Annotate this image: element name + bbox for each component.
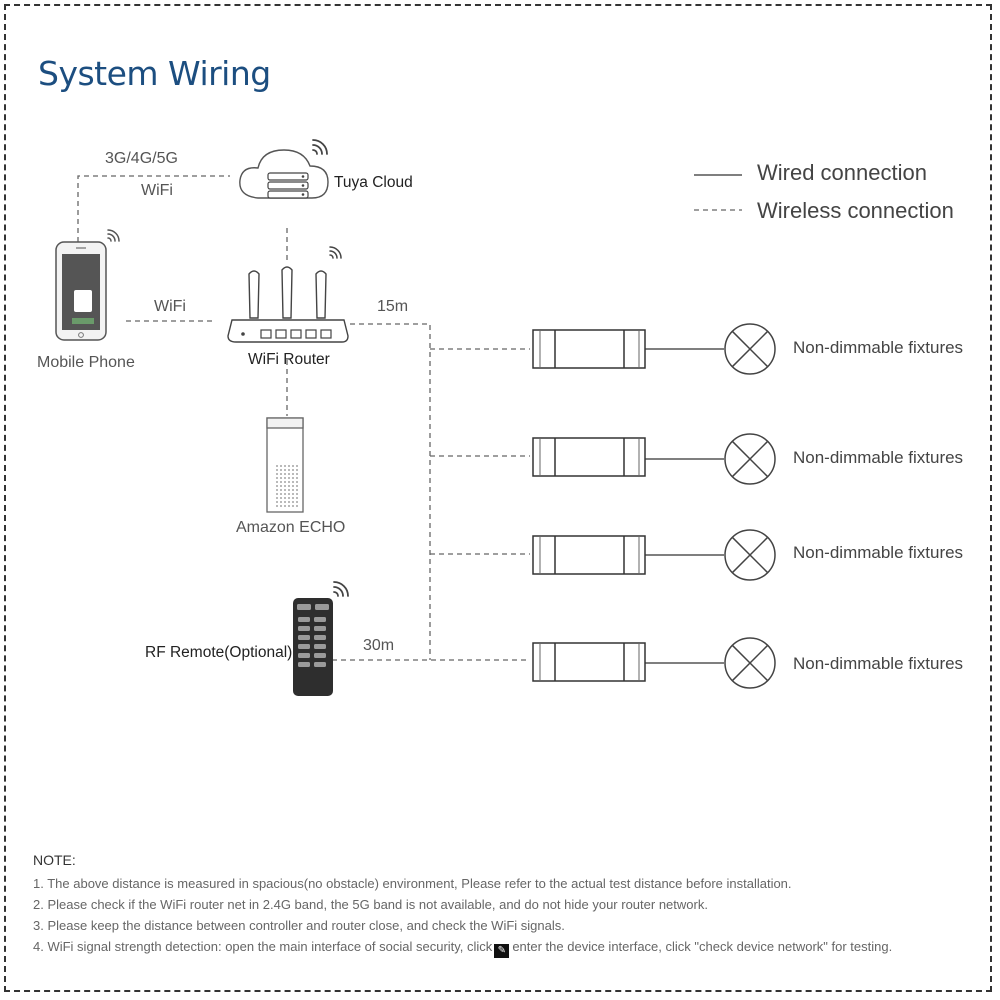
wifi-phone-link-label: WiFi: [154, 298, 186, 315]
remote-label: RF Remote(Optional): [145, 644, 293, 661]
diagram-frame: [4, 4, 992, 992]
wifi-cloud-link-label: WiFi: [141, 182, 173, 199]
note-item: 1. The above distance is measured in spa…: [33, 876, 792, 891]
edit-icon: ✎: [494, 944, 510, 958]
cloud-icon: [239, 149, 329, 199]
fixture-label-3: Non-dimmable fixtures: [793, 543, 964, 562]
echo-label: Amazon ECHO: [236, 519, 346, 536]
cellular-link-label: 3G/4G/5G: [105, 150, 178, 167]
controller-icon: [532, 642, 646, 682]
controller-icon: [532, 437, 646, 477]
phone-icon: [55, 241, 107, 341]
legend-wired-label: Wired connection: [757, 160, 927, 185]
wired-links: [645, 174, 742, 664]
fixture-label-1: Non-dimmable fixtures: [793, 338, 964, 357]
notes-section: NOTE: 1. The above distance is measured …: [33, 852, 988, 958]
note-item-text: 4. WiFi signal strength detection: open …: [33, 939, 493, 954]
fixture-label-2: Non-dimmable fixtures: [793, 448, 964, 467]
fixture-label-4: Non-dimmable fixtures: [793, 654, 964, 673]
fixtures: [724, 323, 776, 689]
remote-distance-label: 30m: [363, 637, 395, 654]
signal-icon: [333, 581, 349, 597]
note-item: 3. Please keep the distance between cont…: [33, 918, 565, 933]
note-item-text: enter the device interface, click "check…: [512, 939, 893, 954]
lamp-icon: [724, 433, 776, 485]
router-bus-link: [350, 323, 431, 660]
page-title: System Wiring: [38, 54, 271, 93]
router-distance-label: 15m: [377, 298, 409, 315]
router-icon: [227, 266, 349, 343]
phone-label: Mobile Phone: [37, 354, 135, 371]
controllers: [532, 329, 646, 682]
signal-icon: [312, 139, 328, 155]
cloud-label: Tuya Cloud: [334, 174, 413, 191]
controller-icon: [532, 535, 646, 575]
note-item: 4. WiFi signal strength detection: open …: [33, 936, 988, 958]
legend-wireless-label: Wireless connection: [757, 198, 954, 223]
notes-heading: NOTE:: [33, 852, 76, 868]
lamp-icon: [724, 637, 776, 689]
signal-icon: [329, 246, 342, 259]
router-label: WiFi Router: [248, 351, 330, 368]
echo-speaker-icon: [266, 417, 304, 513]
remote-icon: [293, 598, 333, 696]
controller-icon: [532, 329, 646, 369]
lamp-icon: [724, 323, 776, 375]
note-item: 2. Please check if the WiFi router net i…: [33, 897, 708, 912]
wireless-links: [77, 175, 742, 661]
lamp-icon: [724, 529, 776, 581]
phone-cloud-link: [77, 175, 230, 242]
signal-icon: [107, 229, 120, 242]
